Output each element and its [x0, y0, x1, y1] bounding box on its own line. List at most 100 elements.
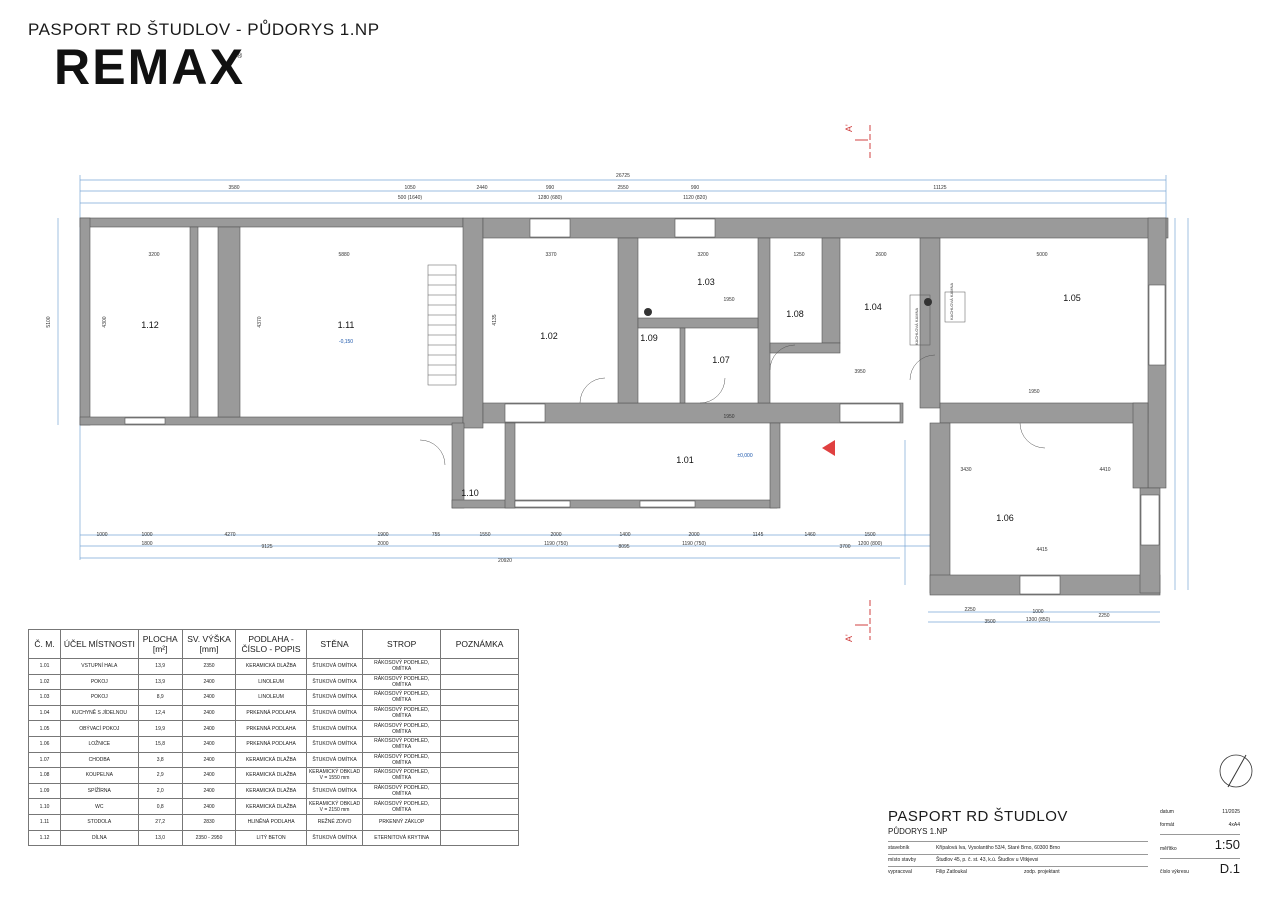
legend-cell: RÁKOSOVÝ PODHLED, OMÍTKA: [362, 673, 442, 691]
dims-top2: 500 (1640)1280 (680)1120 (820): [398, 195, 707, 201]
dimension-text: 1400: [619, 532, 630, 538]
legend-header-cell: POZNÁMKA: [440, 629, 519, 659]
legend-cell: RÁKOSOVÝ PODHLED, OMÍTKA: [362, 720, 442, 737]
legend-cell: 1.06: [27, 735, 62, 753]
legend-cell: 8,9: [137, 689, 183, 706]
svg-text:REMAX: REMAX: [54, 42, 243, 90]
dimension-text: 1550: [479, 532, 490, 538]
dimension-text: 2000: [688, 532, 699, 538]
legend-cell: PRKENNÁ PODLAHA: [235, 735, 307, 753]
legend-cell: LOŽNICE: [60, 735, 139, 753]
dimension-text: 3430: [960, 467, 971, 473]
legend-header-cell: PLOCHA [m²]: [137, 629, 183, 659]
dimension-text: 4415: [1036, 547, 1047, 553]
legend-cell: POKOJ: [60, 689, 139, 706]
legend-cell: [440, 751, 519, 769]
room-id-label: 1.06: [996, 513, 1014, 523]
title-block: PASPORT RD ŠTUDLOV PŮDORYS 1.NP stavební…: [872, 803, 1264, 878]
remax-logo: REMAX ®: [54, 42, 244, 90]
legend-cell: 2350 - 2950: [181, 829, 237, 847]
section-markers: [855, 125, 871, 640]
legend-cell: KERAMICKÁ DLAŽBA: [235, 767, 307, 784]
dimension-text: 2000: [377, 541, 388, 547]
legend-cell: 1.08: [27, 767, 62, 784]
legend-cell: RÁKOSOVÝ PODHLED, OMÍTKA: [362, 782, 442, 800]
stove-label-1: KACHLOVÁ KAMNA: [914, 308, 919, 345]
room-id-label: 1.01: [676, 455, 694, 465]
legend-cell: 27,2: [137, 813, 183, 831]
dimension-text: 990: [691, 185, 700, 191]
dimension-text: 1460: [804, 532, 815, 538]
dimension-text: 1800: [141, 541, 152, 547]
dimension-text: 755: [432, 532, 441, 538]
format-value: 4xA4: [1228, 822, 1240, 828]
dimension-text: 2600: [875, 252, 886, 258]
legend-cell: ŠTUKOVÁ OMÍTKA: [305, 704, 364, 722]
dimension-text: 3500: [984, 619, 995, 625]
drawing-title: PŮDORYS 1.NP: [888, 827, 948, 836]
room-id-label: 1.04: [864, 302, 882, 312]
room-id-label: 1.02: [540, 331, 558, 341]
legend-cell: 2,9: [137, 767, 183, 784]
legend-cell: KUCHYNĚ S JÍDELNOU: [60, 704, 139, 722]
walls: [79, 217, 1169, 596]
author-value: Filip Zatloukal: [936, 869, 967, 875]
dimension-text: 1000: [1032, 609, 1043, 615]
dimension-text: 11125: [933, 185, 946, 191]
legend-cell: 13,0: [137, 829, 183, 847]
legend-cell: 2400: [181, 767, 237, 784]
dimension-text: 2000: [550, 532, 561, 538]
room-id-label: 1.11: [338, 320, 355, 330]
legend-cell: DÍLNA: [60, 829, 139, 847]
door-swings: [419, 344, 1046, 466]
legend-cell: KERAMICKÁ DLAŽBA: [235, 751, 307, 769]
investor-value: Křípalová Iva, Vysolantiho 53/4, Staré B…: [936, 845, 1061, 851]
room-id-label: 1.03: [697, 277, 715, 287]
legend-header-cell: STROP: [362, 629, 442, 659]
legend-cell: 2830: [181, 813, 237, 831]
legend-cell: SPÍŽÍRNA: [60, 782, 139, 800]
legend-cell: RÁKOSOVÝ PODHLED, OMÍTKA: [362, 689, 442, 706]
date-value: 11/2025: [1222, 809, 1240, 815]
legend-cell: 2400: [181, 782, 237, 800]
dimension-text: 500 (1640): [398, 195, 423, 201]
dimension-text: 4370: [257, 316, 263, 327]
legend-cell: [440, 720, 519, 737]
legend-cell: 1.01: [27, 658, 62, 675]
legend-cell: ŠTUKOVÁ OMÍTKA: [305, 751, 364, 769]
section-label-top: A': [844, 124, 854, 132]
dimension-text: 1300 (850): [1026, 617, 1051, 623]
legend-cell: [440, 829, 519, 847]
legend-cell: 1.05: [27, 720, 62, 737]
legend-cell: ŠTUKOVÁ OMÍTKA: [305, 658, 364, 675]
legend-cell: PRKENNÝ ZÁKLOP: [362, 813, 442, 831]
dimension-text: 1000: [141, 532, 152, 538]
dimension-text: 3370: [545, 252, 556, 258]
dimension-text: 5880: [338, 252, 349, 258]
legend-cell: [440, 735, 519, 753]
dimension-text: 1250: [793, 252, 804, 258]
dimension-text: 4270: [224, 532, 235, 538]
legend-cell: PRKENNÁ PODLAHA: [235, 704, 307, 722]
legend-header-cell: STĚNA: [305, 629, 364, 659]
place-label: místo stavby: [888, 857, 917, 863]
legend-cell: 1.02: [27, 673, 62, 691]
author-label: vypracoval: [888, 869, 912, 875]
section-label-bottom: A': [844, 634, 854, 642]
dimension-text: 3200: [697, 252, 708, 258]
legend-cell: KERAMICKÁ DLAŽBA: [235, 658, 307, 675]
legend-cell: KERAMICKÁ DLAŽBA: [235, 782, 307, 800]
dimension-text: 2250: [1098, 613, 1109, 619]
legend-cell: OBÝVACÍ POKOJ: [60, 720, 139, 737]
dimension-text: 1190 (750): [682, 541, 706, 547]
dimension-lines: [57, 175, 1189, 623]
